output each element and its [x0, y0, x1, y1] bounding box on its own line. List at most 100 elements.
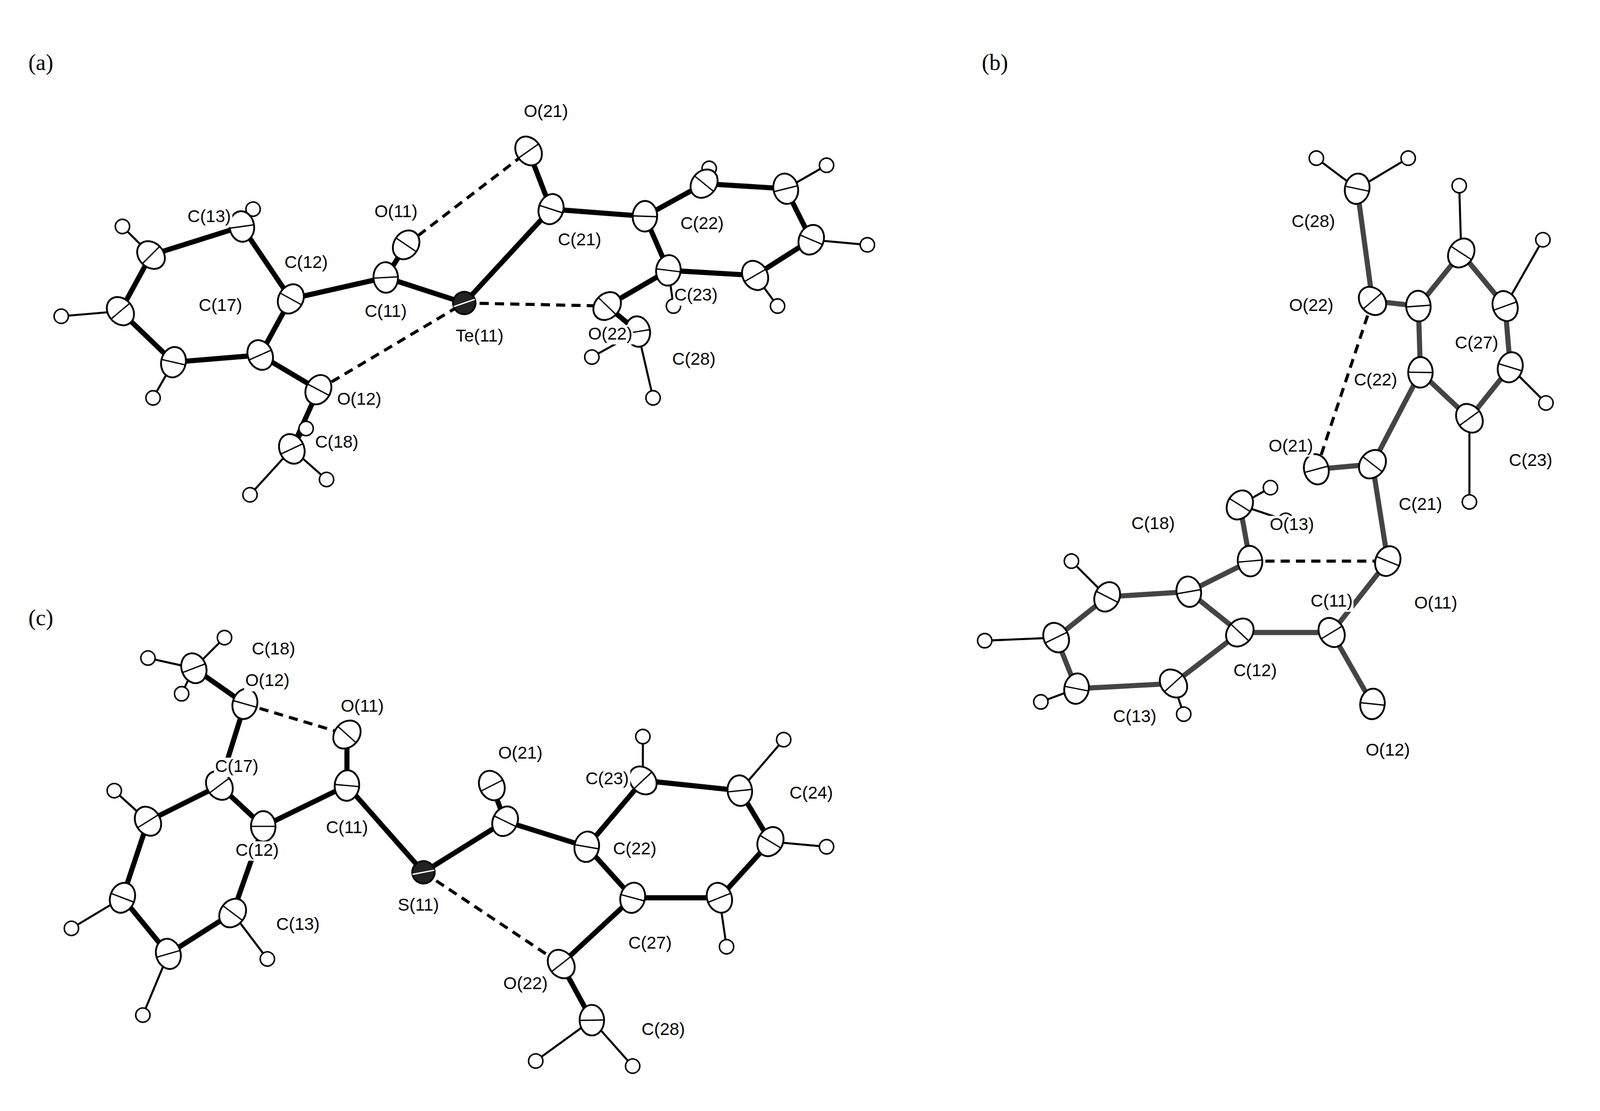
principal-axis: [1176, 589, 1202, 595]
contact-line: [464, 303, 607, 307]
ellipsoid: [410, 859, 437, 886]
ellipsoid: [152, 936, 185, 973]
atom-ellipsoid: [684, 163, 724, 203]
principal-axis: [621, 895, 645, 902]
ellipsoid: [157, 344, 189, 381]
principal-axis: [1493, 302, 1518, 311]
ellipsoid: [101, 291, 140, 331]
atom-ellipsoid: [450, 288, 479, 318]
principal-axis: [1363, 292, 1382, 310]
atom-ellipsoid: [372, 261, 399, 294]
atom-ellipsoid: [1236, 545, 1264, 578]
ellipsoid: [272, 279, 309, 318]
hydrogen-atom: [1309, 151, 1324, 166]
principal-axis: [1230, 624, 1249, 642]
atom-label: O(12): [336, 390, 383, 410]
ellipsoid: [300, 370, 337, 410]
atom-ellipsoid: [579, 1005, 605, 1037]
principal-axis: [161, 359, 186, 365]
ellipsoid: [1221, 485, 1259, 525]
contact-line: [423, 872, 562, 965]
bond: [464, 209, 551, 304]
ellipsoid: [1313, 613, 1350, 653]
atom-ellipsoid: [1370, 542, 1405, 581]
principal-axis: [337, 726, 356, 743]
ellipsoid: [327, 715, 367, 755]
atom-ellipsoid: [473, 766, 510, 806]
principal-axis: [1304, 466, 1328, 473]
ellipsoid: [1450, 398, 1489, 438]
hydrogen-atom: [1033, 695, 1049, 710]
principal-axis: [1405, 305, 1431, 307]
hydrogen-atom: [584, 350, 599, 365]
atom-ellipsoid: [1404, 289, 1432, 322]
principal-axis: [137, 815, 159, 828]
atom-label: C(24): [788, 784, 834, 804]
principal-axis: [656, 269, 681, 273]
atom-ellipsoid: [129, 801, 167, 841]
principal-axis: [307, 384, 330, 396]
ellipsoid: [631, 200, 658, 233]
atom-ellipsoid: [213, 893, 252, 933]
atom-label: C(28): [671, 350, 717, 370]
atom-ellipsoid: [1358, 687, 1387, 721]
atom-label: C(28): [640, 1020, 687, 1041]
atom-ellipsoid: [333, 769, 361, 803]
atom-label: C(23): [584, 770, 630, 790]
principal-axis: [518, 144, 539, 158]
atom-label: O(11): [339, 697, 385, 717]
atom-label: Te(11): [454, 327, 505, 347]
principal-axis: [209, 778, 230, 794]
atom-label: C(13): [275, 915, 321, 936]
atom-ellipsoid: [131, 235, 171, 275]
hydrogen-atom: [1064, 553, 1079, 569]
principal-axis: [1064, 686, 1089, 691]
panel-letter: (a): [27, 50, 55, 76]
ellipsoid: [242, 336, 278, 375]
atom-ellipsoid: [176, 649, 211, 688]
principal-axis: [727, 789, 752, 792]
atom-ellipsoid: [387, 225, 426, 265]
ellipsoid: [1061, 671, 1092, 706]
atom-label: C(13): [186, 207, 233, 228]
atom-label: C(12): [283, 253, 329, 274]
atom-ellipsoid: [157, 344, 189, 381]
atom-label: C(18): [250, 640, 297, 660]
panel-letter: (c): [27, 606, 55, 631]
atom-ellipsoid: [631, 200, 658, 233]
atom-ellipsoid: [1353, 444, 1392, 484]
atom-label: C(23): [673, 286, 719, 306]
atom-label: O(21): [522, 102, 570, 122]
ellipsoid: [684, 163, 724, 203]
atom-ellipsoid: [572, 829, 602, 865]
principal-axis: [156, 950, 181, 958]
ellipsoid: [1353, 444, 1392, 484]
ellipsoid: [1370, 542, 1405, 581]
principal-axis: [1376, 556, 1400, 567]
principal-axis: [799, 234, 823, 245]
hydrogen-atom: [174, 686, 189, 702]
principal-axis: [494, 816, 517, 827]
ellipsoid: [250, 811, 276, 842]
hydrogen-atom: [977, 633, 992, 649]
principal-axis: [1345, 186, 1370, 192]
atom-ellipsoid: [1341, 171, 1372, 207]
atom-ellipsoid: [1220, 613, 1260, 653]
bond: [1076, 683, 1174, 689]
atom-ellipsoid: [737, 256, 774, 296]
atom-label: C(11): [324, 819, 369, 839]
atom-ellipsoid: [654, 253, 683, 288]
hydrogen-atom: [625, 1059, 640, 1074]
atom-ellipsoid: [152, 936, 185, 973]
principal-axis: [480, 780, 503, 792]
hydrogen-atom: [528, 1053, 544, 1069]
ellipsoid: [176, 649, 211, 688]
atom-label: C(21): [556, 231, 603, 251]
ellipsoid: [534, 191, 568, 228]
ellipsoid: [1173, 574, 1204, 610]
principal-axis: [1459, 411, 1480, 426]
ellipsoid: [793, 221, 829, 259]
atom-ellipsoid: [250, 811, 276, 842]
atom-ellipsoid: [751, 822, 789, 862]
atom-ellipsoid: [509, 131, 548, 171]
